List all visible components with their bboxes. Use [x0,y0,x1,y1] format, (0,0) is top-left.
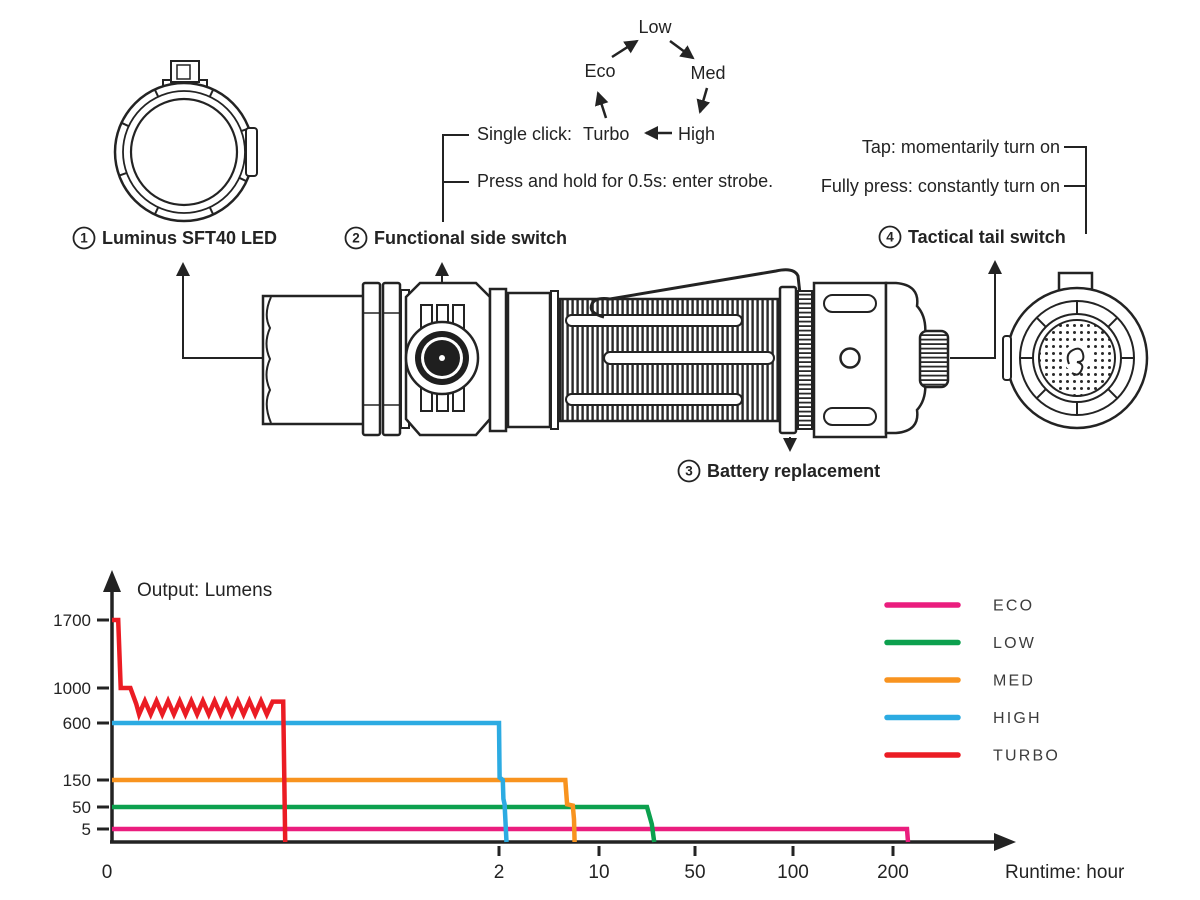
series-eco-line [112,826,911,843]
chart-legend: ECO LOW MED HIGH TURBO [884,598,1060,765]
legend-label-eco: ECO [993,598,1034,615]
x-tick-label: 2 [494,862,505,883]
series-low-line [112,804,657,843]
head-tube [261,294,368,426]
part-label-4-text: Tactical tail switch [908,227,1066,247]
brand-logo [1066,347,1085,376]
mode-low: Low [638,17,672,37]
svg-text:1: 1 [80,231,88,246]
legend-label-med: MED [993,673,1035,690]
lanyard-hole [839,347,861,369]
y-axis-arrowhead [103,570,121,592]
legend-label-low: LOW [993,635,1036,652]
legend-item-low: LOW [884,635,1036,652]
runtime-chart: Output: Lumens Runtime: hour 17001000600… [53,570,1125,883]
arrow-to-led-label [176,262,262,359]
series-lines [112,617,911,843]
x-tick-label: 50 [684,862,705,883]
arrow-turbo-to-eco [594,91,609,119]
tail-rear-view [1002,271,1149,430]
series-med-line [112,777,577,843]
x-axis-title: Runtime: hour [1005,862,1125,883]
neck-section [488,287,559,433]
bezel-edge-waves [265,296,272,424]
fully-press-note: Fully press: constantly turn on [821,176,1060,196]
mode-eco: Eco [584,61,615,81]
flashlight-front-view [113,60,258,223]
mode-turbo: Turbo [583,124,629,144]
part-label-1-text: Luminus SFT40 LED [102,228,277,248]
part-label-1: 1 Luminus SFT40 LED [72,226,277,250]
tap-note: Tap: momentarily turn on [862,137,1060,157]
svg-text:2: 2 [352,231,360,246]
y-tick-label: 1700 [53,611,91,630]
y-tick-label: 150 [63,771,91,790]
legend-item-turbo: TURBO [884,748,1060,765]
side-switch-bracket [442,134,469,222]
mode-med: Med [690,63,725,83]
series-turbo-line [112,617,288,843]
circled-number-1 [72,226,96,250]
svg-text:4: 4 [886,230,894,245]
tail-switch-knob [918,329,950,389]
legend-label-turbo: TURBO [993,748,1060,765]
lens-ring [129,97,239,207]
legend-item-med: MED [884,673,1035,690]
tail-ring-segments [1020,301,1134,415]
part-label-4: 4 Tactical tail switch [878,225,1066,249]
arrow-low-to-med [669,39,695,60]
x-axis-arrowhead [994,833,1016,851]
circled-number-2 [344,226,368,250]
part-label-2-text: Functional side switch [374,228,567,248]
flashlight-side-view [261,268,950,439]
legend-item-high: HIGH [884,710,1042,727]
mode-cycle-diagram: Low Eco Med Single click: Turbo High Pre… [442,17,773,222]
arrow-to-tail-switch-label [950,260,1002,359]
chart-axes: Output: Lumens Runtime: hour [103,570,1125,883]
circled-number-4 [878,225,902,249]
part-label-2: 2 Functional side switch [344,226,567,250]
y-tick-label: 50 [72,798,91,817]
y-tick-label: 5 [82,820,91,839]
arrow-med-to-high [696,87,711,114]
part-label-3: 3 Battery replacement [677,459,880,483]
x-tick-label: 100 [777,862,809,883]
svg-text:3: 3 [685,464,693,479]
x-tick-label: 10 [588,862,609,883]
y-tick-label: 600 [63,714,91,733]
x-tick-label: 200 [877,862,909,883]
y-tick-label: 1000 [53,679,91,698]
head-cooling-rings [361,281,410,437]
y-axis-title: Output: Lumens [137,580,272,601]
mode-cycle-arrows [594,39,711,140]
mode-high: High [678,124,715,144]
series-high-line [112,720,509,843]
part-label-3-text: Battery replacement [707,461,880,481]
legend-label-high: HIGH [993,710,1042,727]
tail-switch-bracket [1064,146,1087,234]
x-tick-label: 0 [102,862,113,883]
tail-switch-notes: Tap: momentarily turn on Fully press: co… [821,137,1087,234]
strobe-note: Press and hold for 0.5s: enter strobe. [477,171,773,191]
arrow-eco-to-low [611,39,639,59]
body-slot [603,351,775,365]
legend-item-eco: ECO [884,598,1034,615]
side-switch-button [404,320,480,396]
bezel-crenellations [118,89,250,215]
tail-mount-section [778,281,888,439]
bezel-outer-ring [113,81,255,223]
single-click-label: Single click: [477,124,572,144]
circled-number-3 [677,459,701,483]
